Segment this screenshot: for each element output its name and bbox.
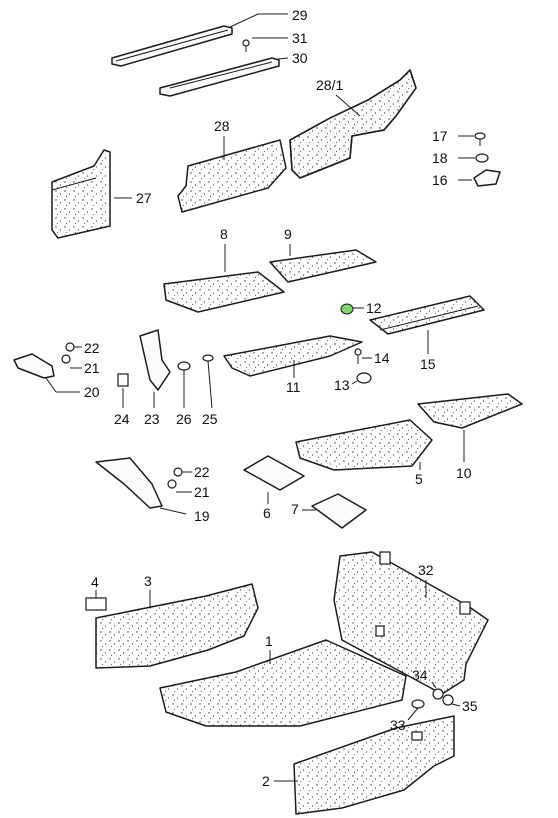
part-6-bracket: [243, 455, 305, 504]
callout-28-1: 28/1: [316, 77, 343, 93]
part-18-nut: [458, 153, 489, 163]
part-32-rear-panel: [333, 551, 489, 695]
part-3-front-panel: [95, 583, 259, 669]
part-14-screw: [354, 348, 372, 364]
callout-10: 10: [456, 465, 472, 481]
part-15-tunnel-cover: [369, 295, 485, 354]
callout-19: 19: [194, 508, 210, 524]
callout-7: 7: [291, 501, 299, 517]
part-10-mat: [417, 393, 523, 462]
callout-18: 18: [432, 150, 448, 166]
part-28-side-panel: [177, 136, 287, 213]
part-2-lower-panel: [274, 715, 455, 815]
part-26-grommet: [177, 361, 191, 408]
callout-34: 34: [412, 667, 428, 683]
part-4-clip: [85, 590, 107, 611]
callout-15: 15: [420, 356, 436, 372]
part-27-column-panel: [51, 149, 132, 239]
callout-26: 26: [176, 411, 192, 427]
part-23-bracket: [139, 329, 171, 408]
part-7-bracket: [302, 493, 367, 529]
callout-35: 35: [462, 698, 478, 714]
callout-11: 11: [286, 379, 301, 395]
callout-20: 20: [84, 384, 100, 400]
callout-32: 32: [418, 562, 434, 578]
part-11-console-panel: [223, 335, 363, 378]
callout-12: 12: [366, 300, 382, 316]
part-1-floor-panel: [159, 639, 407, 727]
callout-21-lower: 21: [194, 484, 210, 500]
callout-14: 14: [374, 350, 390, 366]
callout-8: 8: [220, 226, 228, 242]
callout-23: 23: [144, 411, 160, 427]
callout-22: 22: [84, 340, 100, 356]
callout-22-lower: 22: [194, 464, 210, 480]
part-13-clip: [351, 372, 372, 385]
part-21-washer-lower: [167, 479, 192, 493]
part-35-grommet: [442, 694, 461, 707]
part-5-mat: [295, 419, 433, 471]
part-19-bracket: [95, 457, 187, 515]
part-33-screw: [407, 699, 425, 721]
callout-31: 31: [292, 30, 308, 46]
callout-5: 5: [415, 471, 423, 487]
part-21-washer-upper: [61, 354, 82, 369]
part-24-clip: [117, 373, 129, 408]
callout-labels: 29 31 30 28/1 28 27 17 18 16 8 9 12 22 2…: [84, 7, 478, 789]
part-34-clip: [431, 681, 444, 700]
callout-29: 29: [292, 7, 308, 23]
callout-4: 4: [91, 574, 99, 590]
callout-13: 13: [334, 377, 350, 393]
callout-1: 1: [265, 633, 273, 649]
callout-30: 30: [292, 50, 308, 66]
callout-3: 3: [144, 573, 152, 589]
part-17-screw: [458, 132, 486, 146]
callout-28: 28: [214, 118, 230, 134]
callout-17: 17: [432, 128, 448, 144]
part-22-nut-upper: [65, 342, 82, 352]
part-20-bracket: [13, 353, 80, 393]
part-25-screw: [202, 354, 214, 409]
part-8-mat: [163, 244, 285, 313]
callout-9: 9: [284, 226, 292, 242]
callout-2: 2: [262, 773, 270, 789]
callout-33: 33: [390, 717, 406, 733]
callout-16: 16: [432, 172, 448, 188]
part-30-trim-strip: [159, 57, 289, 97]
part-22-nut-lower: [173, 467, 192, 477]
callout-25: 25: [202, 411, 218, 427]
part-29-sill-strip: [111, 13, 288, 67]
part-28-1-side-panel: [289, 69, 417, 179]
callout-21: 21: [84, 360, 100, 376]
callout-27: 27: [136, 190, 152, 206]
callout-24: 24: [114, 411, 130, 427]
part-31-screw: [242, 37, 288, 52]
part-9-mat: [269, 244, 377, 283]
part-16-clip: [458, 169, 501, 187]
part-12-grommet: [340, 303, 364, 315]
callout-6: 6: [263, 505, 271, 521]
